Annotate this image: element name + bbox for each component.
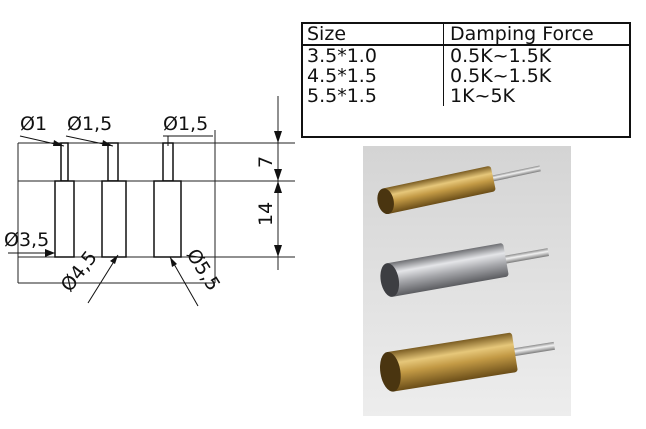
product-photo xyxy=(363,146,571,416)
damper-brass-large xyxy=(379,332,555,392)
damper-silver xyxy=(380,243,549,297)
table-header-row: Size Damping Force xyxy=(301,24,631,46)
rod-2 xyxy=(107,142,119,182)
header-damping-force: Damping Force xyxy=(443,24,631,46)
dim-length-rod: 7 xyxy=(255,156,277,168)
damper-brass-small xyxy=(377,165,541,215)
table-row: 3.5*1.0 0.5K~1.5K xyxy=(301,45,631,66)
cell-damping-force: 0.5K~1.5K xyxy=(450,45,552,67)
dim-body-1: Ø3,5 xyxy=(4,229,49,251)
dim-length-body: 14 xyxy=(255,202,277,226)
table-row: 4.5*1.5 0.5K~1.5K xyxy=(301,66,631,86)
cell-damping-force: 0.5K~1.5K xyxy=(450,65,552,87)
dim-rod-2: Ø1,5 xyxy=(67,113,112,135)
rod-3 xyxy=(162,142,174,182)
technical-drawing: Ø1 Ø1,5 Ø1,5 Ø3,5 Ø4,5 Ø5,5 7 14 xyxy=(4,96,295,307)
spec-table: Size Damping Force 3.5*1.0 0.5K~1.5K 4.5… xyxy=(301,24,631,106)
rod-1 xyxy=(60,142,69,182)
cell-size: 3.5*1.0 xyxy=(301,45,444,66)
dim-rod-1: Ø1 xyxy=(20,113,47,135)
cell-size: 4.5*1.5 xyxy=(301,66,444,86)
table-row: 5.5*1.5 1K~5K xyxy=(301,86,631,106)
body-1 xyxy=(54,180,75,258)
cell-damping-force: 1K~5K xyxy=(450,85,516,107)
header-size: Size xyxy=(301,24,444,46)
body-2 xyxy=(101,180,127,258)
cell-size: 5.5*1.5 xyxy=(301,86,444,106)
dim-body-3: Ø5,5 xyxy=(182,245,225,295)
dim-rod-3: Ø1,5 xyxy=(163,113,208,135)
body-3 xyxy=(153,180,182,258)
